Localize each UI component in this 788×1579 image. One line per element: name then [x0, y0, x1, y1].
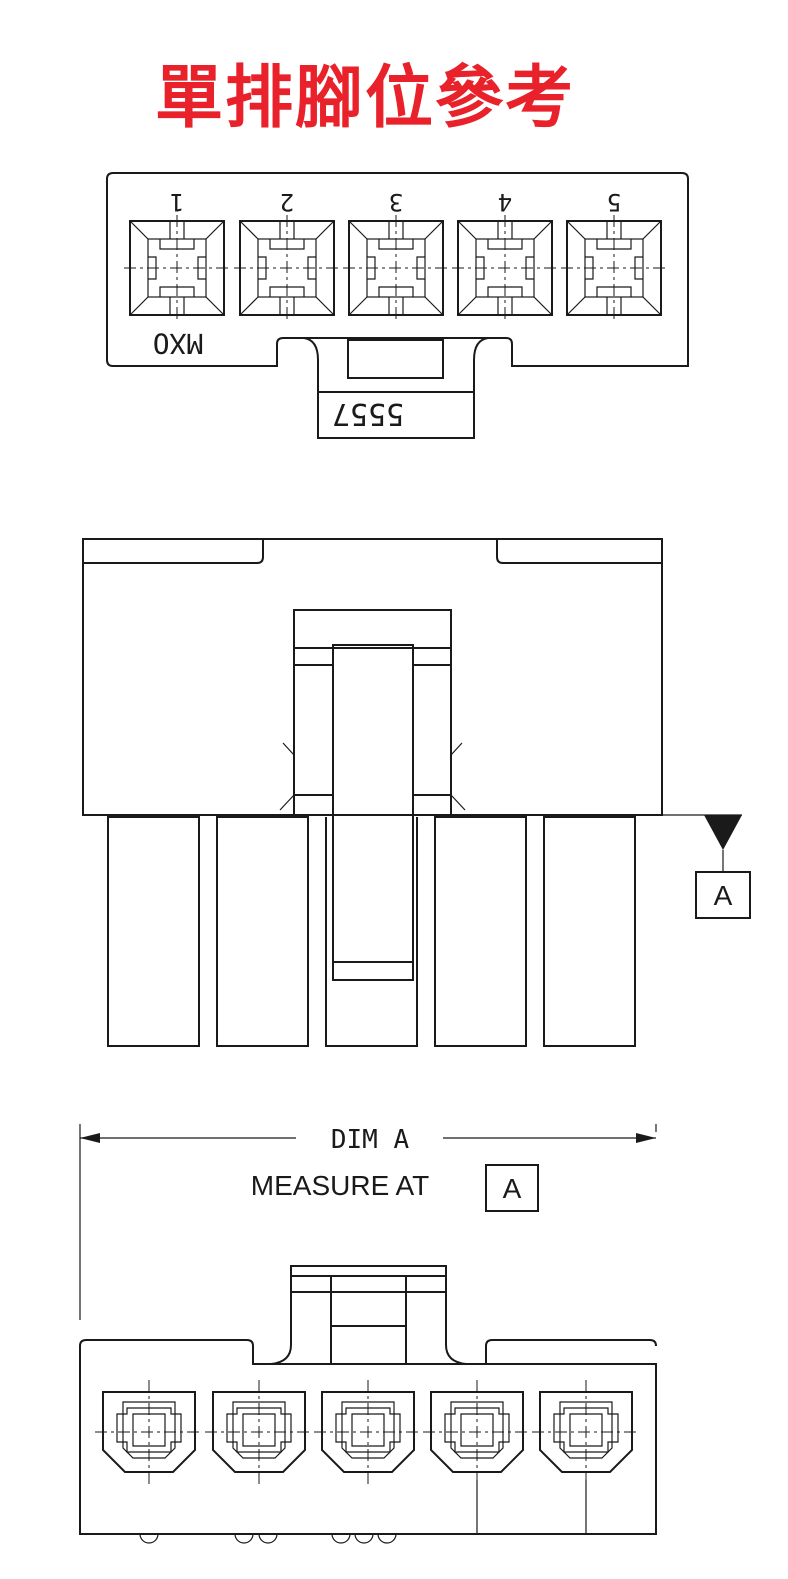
latch-arm: [332, 644, 414, 981]
bottom-cavity-1: [94, 1379, 204, 1485]
terminal-4: [434, 816, 527, 1047]
pin-number-3: 3: [389, 188, 403, 216]
dimension-label: DIM A: [331, 1125, 410, 1155]
dim-arrow-right: [636, 1133, 656, 1143]
pin-cavity-3: [342, 214, 450, 322]
terminal-5: [543, 816, 636, 1047]
datum-letter: A: [714, 880, 733, 911]
latch-window: [347, 339, 444, 379]
latch-ramp: [303, 337, 489, 439]
pin-number-2: 2: [280, 188, 294, 216]
front-housing-outline: [106, 172, 689, 367]
terminal-2: [216, 816, 309, 1047]
latch-top: [270, 1265, 467, 1365]
pin-number-5: 5: [607, 188, 621, 216]
terminal-3: [325, 817, 418, 1047]
part-number: 5557: [332, 396, 404, 431]
pin-cavity-2: [233, 214, 341, 322]
bottom-housing-outline: [79, 1339, 657, 1535]
page-title: 單排腳位參考: [154, 59, 575, 138]
pin-cavity-1: [123, 214, 231, 322]
measure-text: MEASURE AT: [251, 1170, 429, 1201]
side-view: A: [82, 538, 751, 1047]
polarization-marks: [139, 1533, 397, 1544]
pin-cavity-5: [560, 214, 668, 322]
side-housing-outline: [82, 538, 663, 816]
datum-box: [695, 871, 751, 919]
front-view: 1 2 3 4 5 MXO 5557: [106, 172, 689, 439]
bottom-cavity-5: [531, 1379, 641, 1485]
measure-datum-letter: A: [503, 1173, 522, 1204]
datum-triangle: [704, 815, 742, 850]
terminal-1: [107, 816, 200, 1047]
pin-cavity-4: [451, 214, 559, 322]
bottom-view: DIM A MEASURE AT A: [79, 1124, 657, 1544]
pin-number-1: 1: [170, 188, 184, 216]
pin-number-4: 4: [498, 188, 512, 216]
bottom-cavity-3: [313, 1379, 423, 1485]
latch-frame: [293, 609, 452, 815]
dim-arrow-left: [80, 1133, 100, 1143]
bottom-cavity-2: [204, 1379, 314, 1485]
brand-mark: MXO: [153, 327, 204, 360]
measure-datum-box: [485, 1164, 539, 1212]
bottom-cavity-4: [422, 1379, 532, 1485]
